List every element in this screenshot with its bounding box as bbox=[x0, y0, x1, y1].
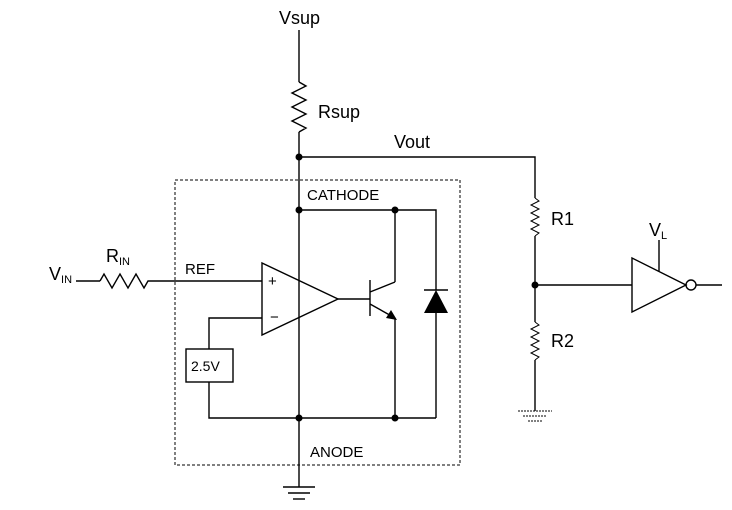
opamp-triangle bbox=[261, 261, 340, 337]
vsup-label: Vsup bbox=[279, 8, 320, 28]
wire-cathode-top bbox=[299, 209, 437, 290]
anode-label: ANODE bbox=[310, 444, 363, 461]
transistor-emitter-arrow bbox=[386, 310, 397, 320]
rin-resistor bbox=[99, 272, 151, 290]
rsup-resistor bbox=[290, 81, 308, 133]
r2-resistor bbox=[529, 321, 541, 361]
r2-label: R2 bbox=[551, 331, 574, 351]
wire-minus-input bbox=[208, 317, 262, 349]
rin-label: RIN bbox=[106, 246, 130, 268]
r1-label: R1 bbox=[551, 209, 574, 229]
vref-label: 2.5V bbox=[191, 358, 220, 374]
emitter-node-dot bbox=[391, 414, 399, 422]
wire-anode-bottom bbox=[208, 382, 436, 419]
vin-label: VIN bbox=[49, 264, 72, 286]
opamp-minus-sign: − bbox=[270, 309, 279, 326]
rsup-label: Rsup bbox=[318, 102, 360, 122]
opamp-plus-sign: + bbox=[268, 273, 277, 290]
cathode-label: CATHODE bbox=[307, 187, 379, 204]
wire-vout bbox=[299, 156, 536, 198]
tl431-package-box bbox=[174, 179, 461, 466]
inverter-triangle bbox=[631, 256, 688, 314]
vl-label: VL bbox=[649, 220, 667, 242]
vout-label: Vout bbox=[394, 132, 430, 152]
r1-resistor bbox=[529, 197, 541, 237]
transistor-collector-lead bbox=[369, 281, 396, 293]
ref-label: REF bbox=[185, 261, 215, 278]
diode-triangle bbox=[424, 290, 448, 313]
